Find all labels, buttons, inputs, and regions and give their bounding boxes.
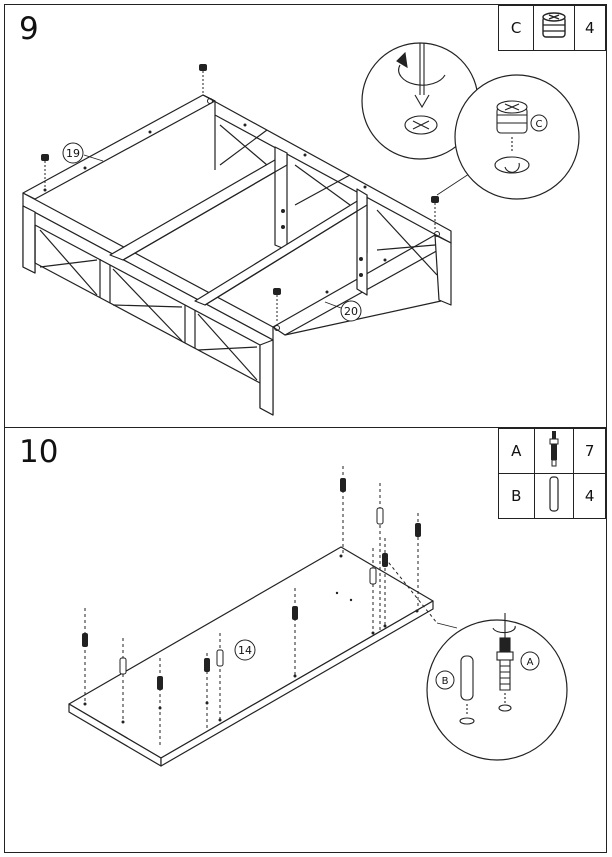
part-row-a: A 7 (498, 428, 606, 474)
step-10-panel: 14 B A 10 (4, 427, 607, 853)
part-letter: C (497, 5, 535, 51)
callout-20: 20 (344, 305, 358, 318)
part-row-b: B 4 (498, 473, 606, 519)
step-9-panel: 19 20 C 9 C 4 (4, 4, 607, 428)
step-number: 10 (19, 434, 59, 470)
part-qty: 7 (573, 428, 606, 474)
callout-a: A (527, 657, 534, 668)
part-letter: A (498, 428, 535, 474)
callout-b: B (442, 676, 449, 687)
part-qty: 4 (573, 5, 607, 51)
cam-bolt-icon (533, 428, 575, 474)
callout-c: C (536, 119, 543, 130)
wooden-dowel-icon (533, 473, 575, 519)
parts-table: A 7 B 4 (498, 428, 606, 519)
step-10-illustration: 14 B A (68, 466, 568, 767)
part-letter: B (498, 473, 535, 519)
parts-table: C 4 (497, 5, 607, 51)
step-9-illustration: 19 20 C (22, 42, 580, 416)
cam-lock-icon (533, 5, 575, 51)
part-qty: 4 (573, 473, 606, 519)
callout-19: 19 (66, 147, 80, 160)
callout-14: 14 (238, 644, 252, 657)
part-row-c: C 4 (497, 5, 607, 51)
step-number: 9 (19, 11, 39, 47)
